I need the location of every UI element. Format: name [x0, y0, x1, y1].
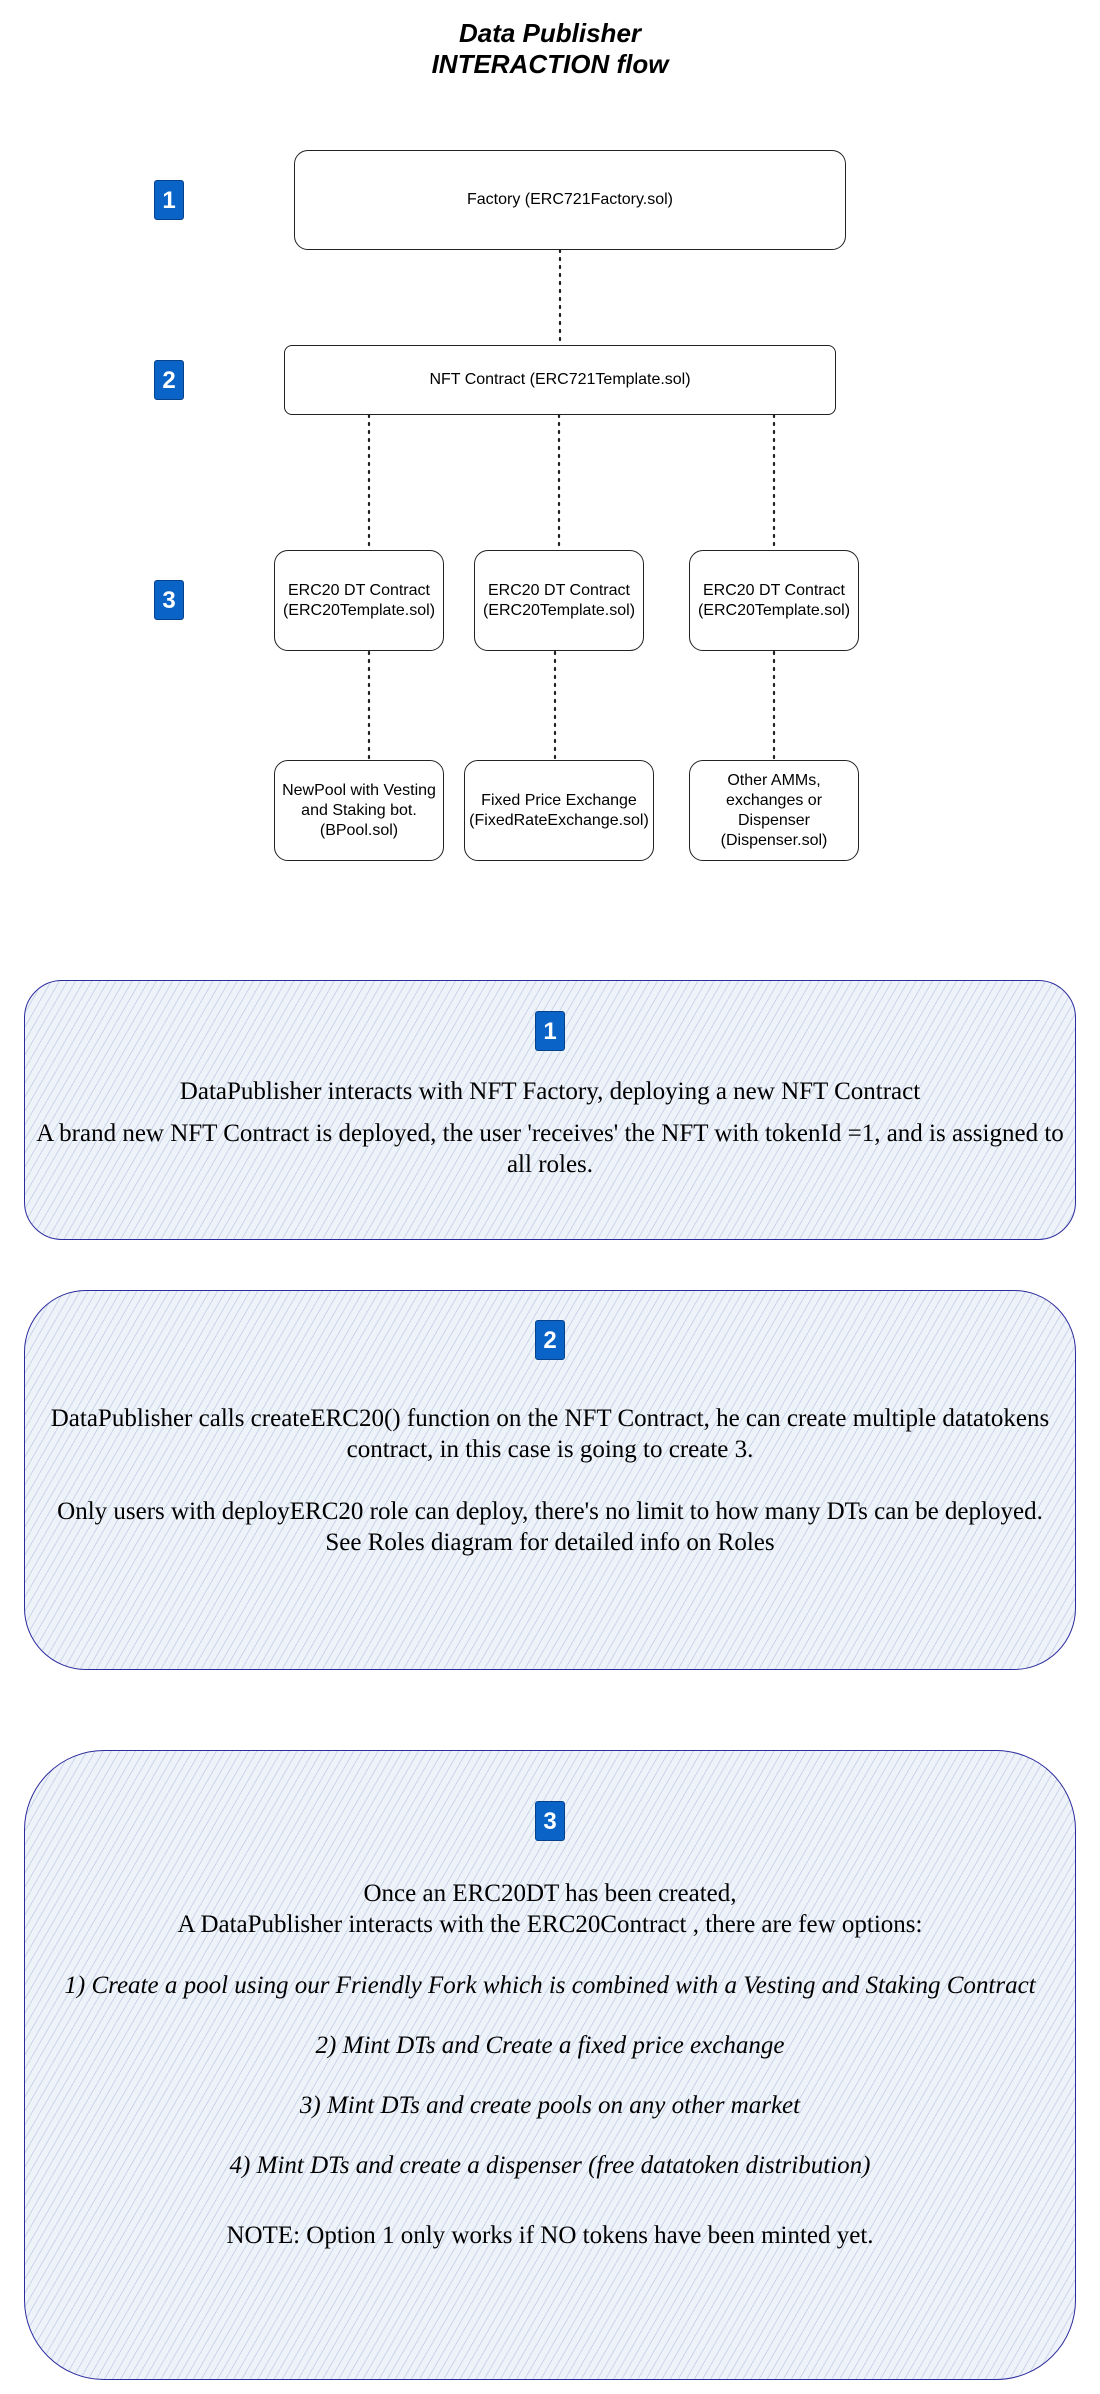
dispenser-line3: Dispenser — [737, 811, 810, 829]
panel-2-line4: See Roles diagram for detailed info on R… — [325, 1529, 775, 1556]
panel-2-line2: contract, in this case is going to creat… — [346, 1436, 754, 1463]
erc20-box-3: ERC20 DT Contract (ERC20Template.sol) — [689, 550, 859, 651]
erc20-box-2-line1: ERC20 DT Contract — [488, 581, 630, 599]
explanation-panel-3: 3 Once an ERC20DT has been created, A Da… — [24, 1750, 1076, 2380]
panel-3-note: NOTE: Option 1 only works if NO tokens h… — [226, 2222, 874, 2249]
panel-3-option4: 4) Mint DTs and create a dispenser (free… — [229, 2152, 871, 2179]
factory-box: Factory (ERC721Factory.sol) — [294, 150, 846, 250]
panel-3-option3: 3) Mint DTs and create pools on any othe… — [299, 2092, 801, 2119]
erc20-box-1-line1: ERC20 DT Contract — [288, 581, 430, 599]
dispenser-line1: Other AMMs, — [727, 771, 821, 789]
dispenser-line2: exchanges or — [725, 791, 823, 809]
dispenser-box: Other AMMs, exchanges or Dispenser (Dispens… — [689, 760, 859, 861]
pool-line3: (BPool.sol) — [319, 821, 399, 839]
panel-1-badge: 1 — [535, 1011, 565, 1051]
explanation-panel-1: 1 DataPublisher interacts with NFT Facto… — [24, 980, 1076, 1240]
nft-contract-box: NFT Contract (ERC721Template.sol) — [284, 345, 836, 415]
diagram-title: Data Publisher INTERACTION flow — [0, 18, 1100, 80]
erc20-box-3-line1: ERC20 DT Contract — [703, 581, 845, 599]
pool-box: NewPool with Vesting and Staking bot. (BPo… — [274, 760, 444, 861]
nft-contract-label: NFT Contract (ERC721Template.sol) — [429, 371, 691, 388]
factory-label: Factory (ERC721Factory.sol) — [467, 191, 673, 208]
panel-2-line3: Only users with deployERC20 role can dep… — [57, 1498, 1043, 1525]
erc20-box-1: ERC20 DT Contract (ERC20Template.sol) — [274, 550, 444, 651]
title-line-1: Data Publisher — [458, 18, 642, 48]
connector-lines — [367, 248, 776, 762]
panel-1-line1: DataPublisher interacts with NFT Factory… — [179, 1078, 921, 1105]
erc20-box-1-line2: (ERC20Template.sol) — [282, 601, 436, 619]
erc20-box-2: ERC20 DT Contract (ERC20Template.sol) — [474, 550, 644, 651]
fixed-exchange-line2: (FixedRateExchange.sol) — [469, 811, 649, 829]
fixed-exchange-line1: Fixed Price Exchange — [481, 791, 637, 809]
panel-1-line2: A brand new NFT Contract is deployed, th… — [36, 1120, 1064, 1147]
panel-2-line1: DataPublisher calls createERC20() functi… — [50, 1405, 1050, 1432]
step-badge-1: 1 — [154, 180, 184, 220]
panel-3-line1: Once an ERC20DT has been created, — [363, 1880, 737, 1907]
panel-1-line3: all roles. — [506, 1151, 594, 1178]
dispenser-line4: (Dispenser.sol) — [720, 831, 828, 849]
panel-3-option1: 1) Create a pool using our Friendly Fork… — [64, 1972, 1036, 1999]
step-badge-2: 2 — [154, 360, 184, 400]
panel-3-line2: A DataPublisher interacts with the ERC20… — [177, 1911, 923, 1938]
erc20-box-2-line2: (ERC20Template.sol) — [482, 601, 636, 619]
panel-2-badge: 2 — [535, 1320, 565, 1360]
pool-line1: NewPool with Vesting — [282, 781, 436, 799]
panel-3-badge: 3 — [535, 1801, 565, 1841]
title-line-2: INTERACTION flow — [431, 49, 669, 79]
step-badge-3: 3 — [154, 580, 184, 620]
panel-3-option2: 2) Mint DTs and Create a fixed price exc… — [315, 2032, 785, 2059]
explanation-panel-2: 2 DataPublisher calls createERC20() func… — [24, 1290, 1076, 1670]
erc20-box-3-line2: (ERC20Template.sol) — [697, 601, 851, 619]
fixed-exchange-box: Fixed Price Exchange (FixedRateExchange.s… — [464, 760, 654, 861]
pool-line2: and Staking bot. — [301, 801, 417, 819]
